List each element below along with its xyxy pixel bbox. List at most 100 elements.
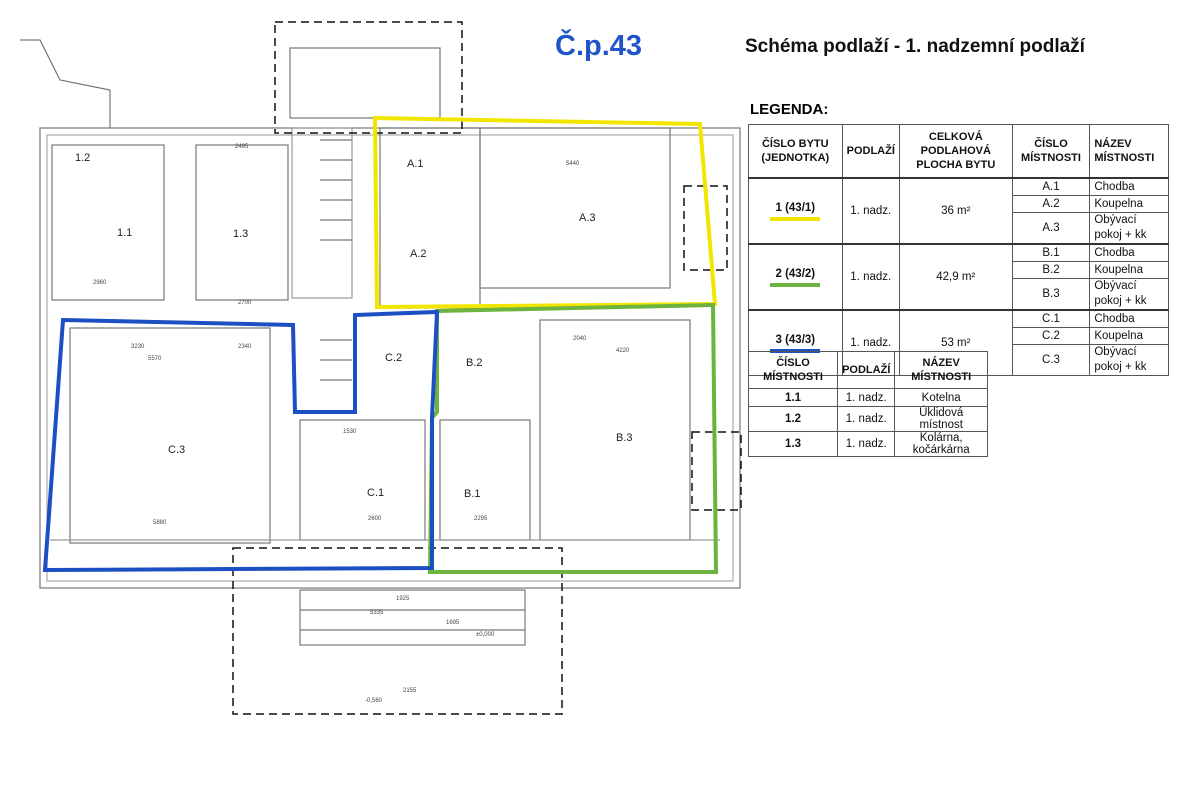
column-header: ČÍSLO MÍSTNOSTI bbox=[1011, 124, 1091, 179]
units-table: ČÍSLO BYTU (JEDNOTKA) PODLAŽÍ CELKOVÁ PO… bbox=[748, 124, 1169, 376]
unit-label: 2 (43/2) bbox=[775, 268, 816, 280]
dimension: 2040 bbox=[573, 336, 587, 342]
room-label: A.2 bbox=[410, 248, 427, 260]
room-number: B.2 bbox=[1011, 261, 1091, 279]
dimension: 1530 bbox=[343, 429, 357, 435]
unit-color-swatch bbox=[770, 217, 821, 221]
floor: 1. nadz. bbox=[837, 431, 896, 457]
unit-3-outline bbox=[42, 309, 440, 573]
room-name: Koupelna bbox=[1089, 261, 1169, 279]
page-title: Schéma podlaží - 1. nadzemní podlaží bbox=[745, 36, 1085, 57]
room-number: B.1 bbox=[1011, 243, 1091, 262]
walls bbox=[20, 39, 741, 646]
column-header: NÁZEV MÍSTNOSTI bbox=[1089, 124, 1169, 179]
column-header: CELKOVÁ PODLAHOVÁ PLOCHA BYTU bbox=[898, 124, 1013, 179]
column-header: ČÍSLO BYTU (JEDNOTKA) bbox=[748, 124, 843, 179]
room-label: B.3 bbox=[616, 432, 633, 444]
unit-number: 2 (43/2) bbox=[748, 243, 843, 311]
unit-label: 1 (43/1) bbox=[775, 202, 816, 214]
room-name: Kolárna, kočárkárna bbox=[894, 431, 988, 457]
room-label: A.1 bbox=[407, 158, 424, 170]
dimension-labels: 5440 5570 3230 2340 4220 2040 5880 2600 … bbox=[93, 144, 630, 704]
room-labels: 1.2 1.1 1.3 A.1 A.2 A.3 C.2 B.2 C.3 C.1 … bbox=[75, 152, 633, 500]
dimension: 2340 bbox=[238, 344, 252, 350]
dimension: ±0,000 bbox=[476, 632, 495, 638]
room-number: 1.1 bbox=[747, 388, 839, 407]
floor: 1. nadz. bbox=[837, 388, 896, 407]
dimension: 5570 bbox=[148, 356, 162, 362]
room-name: Obývací pokoj + kk bbox=[1089, 278, 1169, 311]
room-label: 1.2 bbox=[75, 152, 90, 164]
dimension: 4220 bbox=[616, 348, 630, 354]
dimension: 2295 bbox=[474, 516, 488, 522]
room-number: A.1 bbox=[1011, 177, 1091, 196]
unit-2-outline bbox=[427, 302, 719, 574]
room-number: C.2 bbox=[1011, 327, 1091, 345]
room-name: Chodba bbox=[1089, 243, 1169, 262]
building-number: Č.p.43 bbox=[555, 30, 643, 62]
room-name: Koupelna bbox=[1089, 327, 1169, 345]
column-header: PODLAŽÍ bbox=[841, 124, 900, 179]
room-number: 1.2 bbox=[747, 406, 839, 432]
dimension: 2495 bbox=[235, 144, 249, 150]
floor: 1. nadz. bbox=[841, 177, 900, 245]
room-name: Obývací pokoj + kk bbox=[1089, 212, 1169, 245]
room-number: A.3 bbox=[1011, 212, 1091, 245]
floor-area: 42,9 m² bbox=[898, 243, 1013, 311]
unit-number: 1 (43/1) bbox=[748, 177, 843, 245]
room-name: Koupelna bbox=[1089, 195, 1169, 213]
dimension: 2700 bbox=[238, 300, 252, 306]
dimension: 5880 bbox=[153, 520, 167, 526]
unit-color-swatch bbox=[770, 283, 821, 287]
unit-1-outline bbox=[372, 115, 718, 310]
room-number: C.1 bbox=[1011, 309, 1091, 328]
room-label: B.1 bbox=[464, 488, 481, 500]
room-label: C.2 bbox=[385, 352, 402, 364]
room-name: Úklidová místnost bbox=[894, 406, 988, 432]
floor: 1. nadz. bbox=[837, 406, 896, 432]
dimension: 2960 bbox=[93, 280, 107, 286]
floor-area: 36 m² bbox=[898, 177, 1013, 245]
room-name: Kotelna bbox=[894, 388, 988, 407]
legend-title: LEGENDA: bbox=[750, 101, 829, 118]
room-number: C.3 bbox=[1011, 344, 1091, 376]
room-name: Chodba bbox=[1089, 177, 1169, 196]
dimension: 2600 bbox=[368, 516, 382, 522]
dimension: 2155 bbox=[403, 688, 417, 694]
room-name: Obývací pokoj + kk bbox=[1089, 344, 1169, 376]
room-number: A.2 bbox=[1011, 195, 1091, 213]
common-rooms-table: ČÍSLO MÍSTNOSTI PODLAŽÍ NÁZEV MÍSTNOSTI … bbox=[747, 351, 988, 457]
column-header: PODLAŽÍ bbox=[837, 351, 896, 389]
dashed-outlines bbox=[232, 21, 742, 715]
dimension: 1695 bbox=[446, 620, 460, 626]
column-header: NÁZEV MÍSTNOSTI bbox=[894, 351, 988, 389]
unit-label: 3 (43/3) bbox=[775, 334, 816, 346]
room-label: C.3 bbox=[168, 444, 185, 456]
room-label: 1.1 bbox=[117, 227, 132, 239]
dimension: 1925 bbox=[396, 596, 410, 602]
column-header: ČÍSLO MÍSTNOSTI bbox=[747, 351, 839, 389]
room-name: Chodba bbox=[1089, 309, 1169, 328]
room-number: B.3 bbox=[1011, 278, 1091, 311]
floor: 1. nadz. bbox=[841, 243, 900, 311]
room-label: 1.3 bbox=[233, 228, 248, 240]
dimension: -0,560 bbox=[365, 698, 383, 704]
dimension: 5440 bbox=[566, 161, 580, 167]
room-label: A.3 bbox=[579, 212, 596, 224]
room-label: B.2 bbox=[466, 357, 483, 369]
dimension: 3230 bbox=[131, 344, 145, 350]
